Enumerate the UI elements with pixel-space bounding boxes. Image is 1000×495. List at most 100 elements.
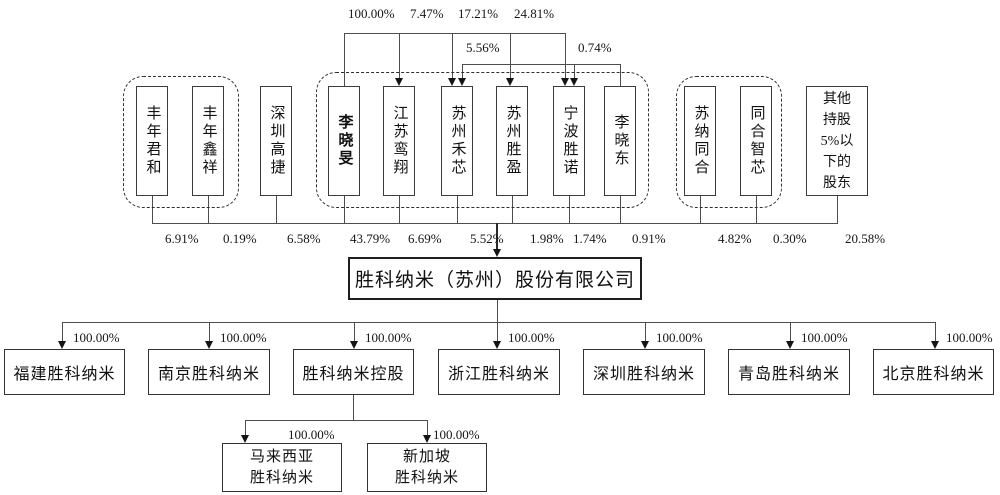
shareholder-name: 苏州禾芯 xyxy=(449,105,466,177)
connector-line xyxy=(574,64,575,79)
shareholder-box-shenzhen-gaojie: 深圳高捷 xyxy=(260,86,292,196)
connector-line xyxy=(700,196,701,223)
connector-line xyxy=(344,33,566,34)
connector-line xyxy=(245,420,428,421)
connector-line xyxy=(462,64,463,79)
shareholder-pct-label: 6.58% xyxy=(287,231,321,246)
shareholder-name: 宁波胜诺 xyxy=(561,105,578,177)
connector-line xyxy=(935,322,936,342)
shareholder-pct-label: 6.91% xyxy=(165,231,199,246)
shareholder-pct-label: 20.58% xyxy=(845,231,886,246)
connector-line xyxy=(837,196,838,223)
subsidiary-name: 福建胜科纳米 xyxy=(13,366,116,383)
subsidiary-name: 青岛胜科纳米 xyxy=(737,366,840,383)
subsidiary-box-holdings: 胜科纳米控股 xyxy=(293,349,414,395)
ownership-pct-label: 7.47% xyxy=(410,6,444,21)
subsidiary-box-zhejiang: 浙江胜科纳米 xyxy=(438,349,560,395)
subsidiary-pct-label: 100.00% xyxy=(656,330,703,345)
connector-line xyxy=(645,322,646,342)
arrow-down-icon xyxy=(641,341,649,349)
connector-line xyxy=(457,196,458,223)
overseas-name: 新加坡 胜科纳米 xyxy=(394,448,459,486)
arrow-down-icon xyxy=(395,78,403,86)
subsidiary-name: 北京胜科纳米 xyxy=(882,366,985,383)
subsidiary-name: 胜科纳米控股 xyxy=(302,366,405,383)
subsidiary-pct-label: 100.00% xyxy=(946,330,993,345)
connector-line xyxy=(152,196,153,223)
connector-line xyxy=(399,33,400,79)
subsidiary-name: 深圳胜科纳米 xyxy=(592,366,695,383)
shareholder-pct-label: 5.52% xyxy=(470,231,504,246)
shareholder-pct-label: 1.98% xyxy=(530,231,564,246)
subsidiary-box-fujian: 福建胜科纳米 xyxy=(4,349,125,395)
shareholder-box-li-xiaodong: 李晓东 xyxy=(604,86,636,196)
shareholder-box-jiangsu-luanxiang: 江苏鸾翔 xyxy=(383,86,415,196)
shareholder-pct-label: 0.91% xyxy=(632,231,666,246)
connector-line xyxy=(620,196,621,223)
shareholder-name: 深圳高捷 xyxy=(268,105,285,177)
ownership-pct-label: 100.00% xyxy=(348,6,395,21)
subsidiary-name: 浙江胜科纳米 xyxy=(447,366,550,383)
connector-line xyxy=(497,300,498,322)
arrow-down-icon xyxy=(493,249,501,257)
shareholder-box-tonghe-zhixin: 同合智芯 xyxy=(740,86,772,196)
connector-line xyxy=(399,196,400,223)
shareholder-name: 苏州胜盈 xyxy=(504,105,521,177)
shareholder-pct-label: 6.69% xyxy=(408,231,442,246)
shareholder-pct-label: 0.19% xyxy=(223,231,257,246)
ownership-pct-label: 24.81% xyxy=(514,6,555,21)
subsidiary-pct-label: 100.00% xyxy=(508,330,555,345)
shareholder-name: 丰年君和 xyxy=(144,105,161,177)
subsidiary-box-beijing: 北京胜科纳米 xyxy=(873,349,994,395)
overseas-pct-label: 100.00% xyxy=(433,427,480,442)
connector-line xyxy=(427,420,428,436)
connector-line xyxy=(209,322,210,342)
shareholder-box-ningbo-shengnuo: 宁波胜诺 xyxy=(553,86,585,196)
shareholder-box-fengnian-junhe: 丰年君和 xyxy=(136,86,168,196)
shareholder-box-fengnian-xinxiang: 丰年鑫祥 xyxy=(192,86,224,196)
shareholder-box-suna-tonghe: 苏纳同合 xyxy=(684,86,716,196)
shareholder-name: 江苏鸾翔 xyxy=(391,105,408,177)
arrow-down-icon xyxy=(570,78,578,86)
arrow-down-icon xyxy=(458,78,466,86)
overseas-pct-label: 100.00% xyxy=(288,427,335,442)
connector-line xyxy=(354,322,355,342)
ownership-pct-label: 5.56% xyxy=(466,40,500,55)
arrow-down-icon xyxy=(448,78,456,86)
arrow-down-icon xyxy=(493,341,501,349)
subsidiary-pct-label: 100.00% xyxy=(73,330,120,345)
connector-line xyxy=(344,33,345,86)
shareholder-name: 同合智芯 xyxy=(748,105,765,177)
arrow-down-icon xyxy=(931,341,939,349)
connector-line xyxy=(496,223,498,250)
arrow-down-icon xyxy=(786,341,794,349)
arrow-down-icon xyxy=(506,78,514,86)
group-tonghe-outline xyxy=(676,76,782,208)
shareholder-name: 苏纳同合 xyxy=(692,105,709,177)
connector-line xyxy=(62,322,935,323)
subsidiary-name: 南京胜科纳米 xyxy=(157,366,260,383)
arrow-down-icon xyxy=(241,435,249,443)
shareholder-pct-label: 4.82% xyxy=(718,231,752,246)
shareholder-name: 李晓东 xyxy=(612,114,629,168)
connector-line xyxy=(790,322,791,342)
subsidiary-pct-label: 100.00% xyxy=(220,330,267,345)
company-box: 胜科纳米（苏州）股份有限公司 xyxy=(348,257,642,300)
connector-line xyxy=(344,196,345,223)
connector-line xyxy=(462,64,620,65)
subsidiary-box-nanjing: 南京胜科纳米 xyxy=(148,349,270,395)
company-name: 胜科纳米（苏州）股份有限公司 xyxy=(354,270,635,291)
arrow-down-icon xyxy=(58,341,66,349)
subsidiary-pct-label: 100.00% xyxy=(801,330,848,345)
shareholder-box-li-xiaomin: 李晓旻 xyxy=(328,86,360,196)
shareholder-box-other-holders: 其他 持股 5%以 下的 股东 xyxy=(806,86,868,196)
connector-line xyxy=(276,196,277,223)
overseas-box-singapore: 新加坡 胜科纳米 xyxy=(367,443,487,492)
connector-line xyxy=(510,33,511,79)
group-fengnian-outline xyxy=(123,76,239,208)
connector-line xyxy=(452,33,453,79)
ownership-pct-label: 17.21% xyxy=(458,6,499,21)
connector-line xyxy=(152,223,838,224)
shareholder-name: 其他 持股 5%以 下的 股东 xyxy=(820,91,854,191)
